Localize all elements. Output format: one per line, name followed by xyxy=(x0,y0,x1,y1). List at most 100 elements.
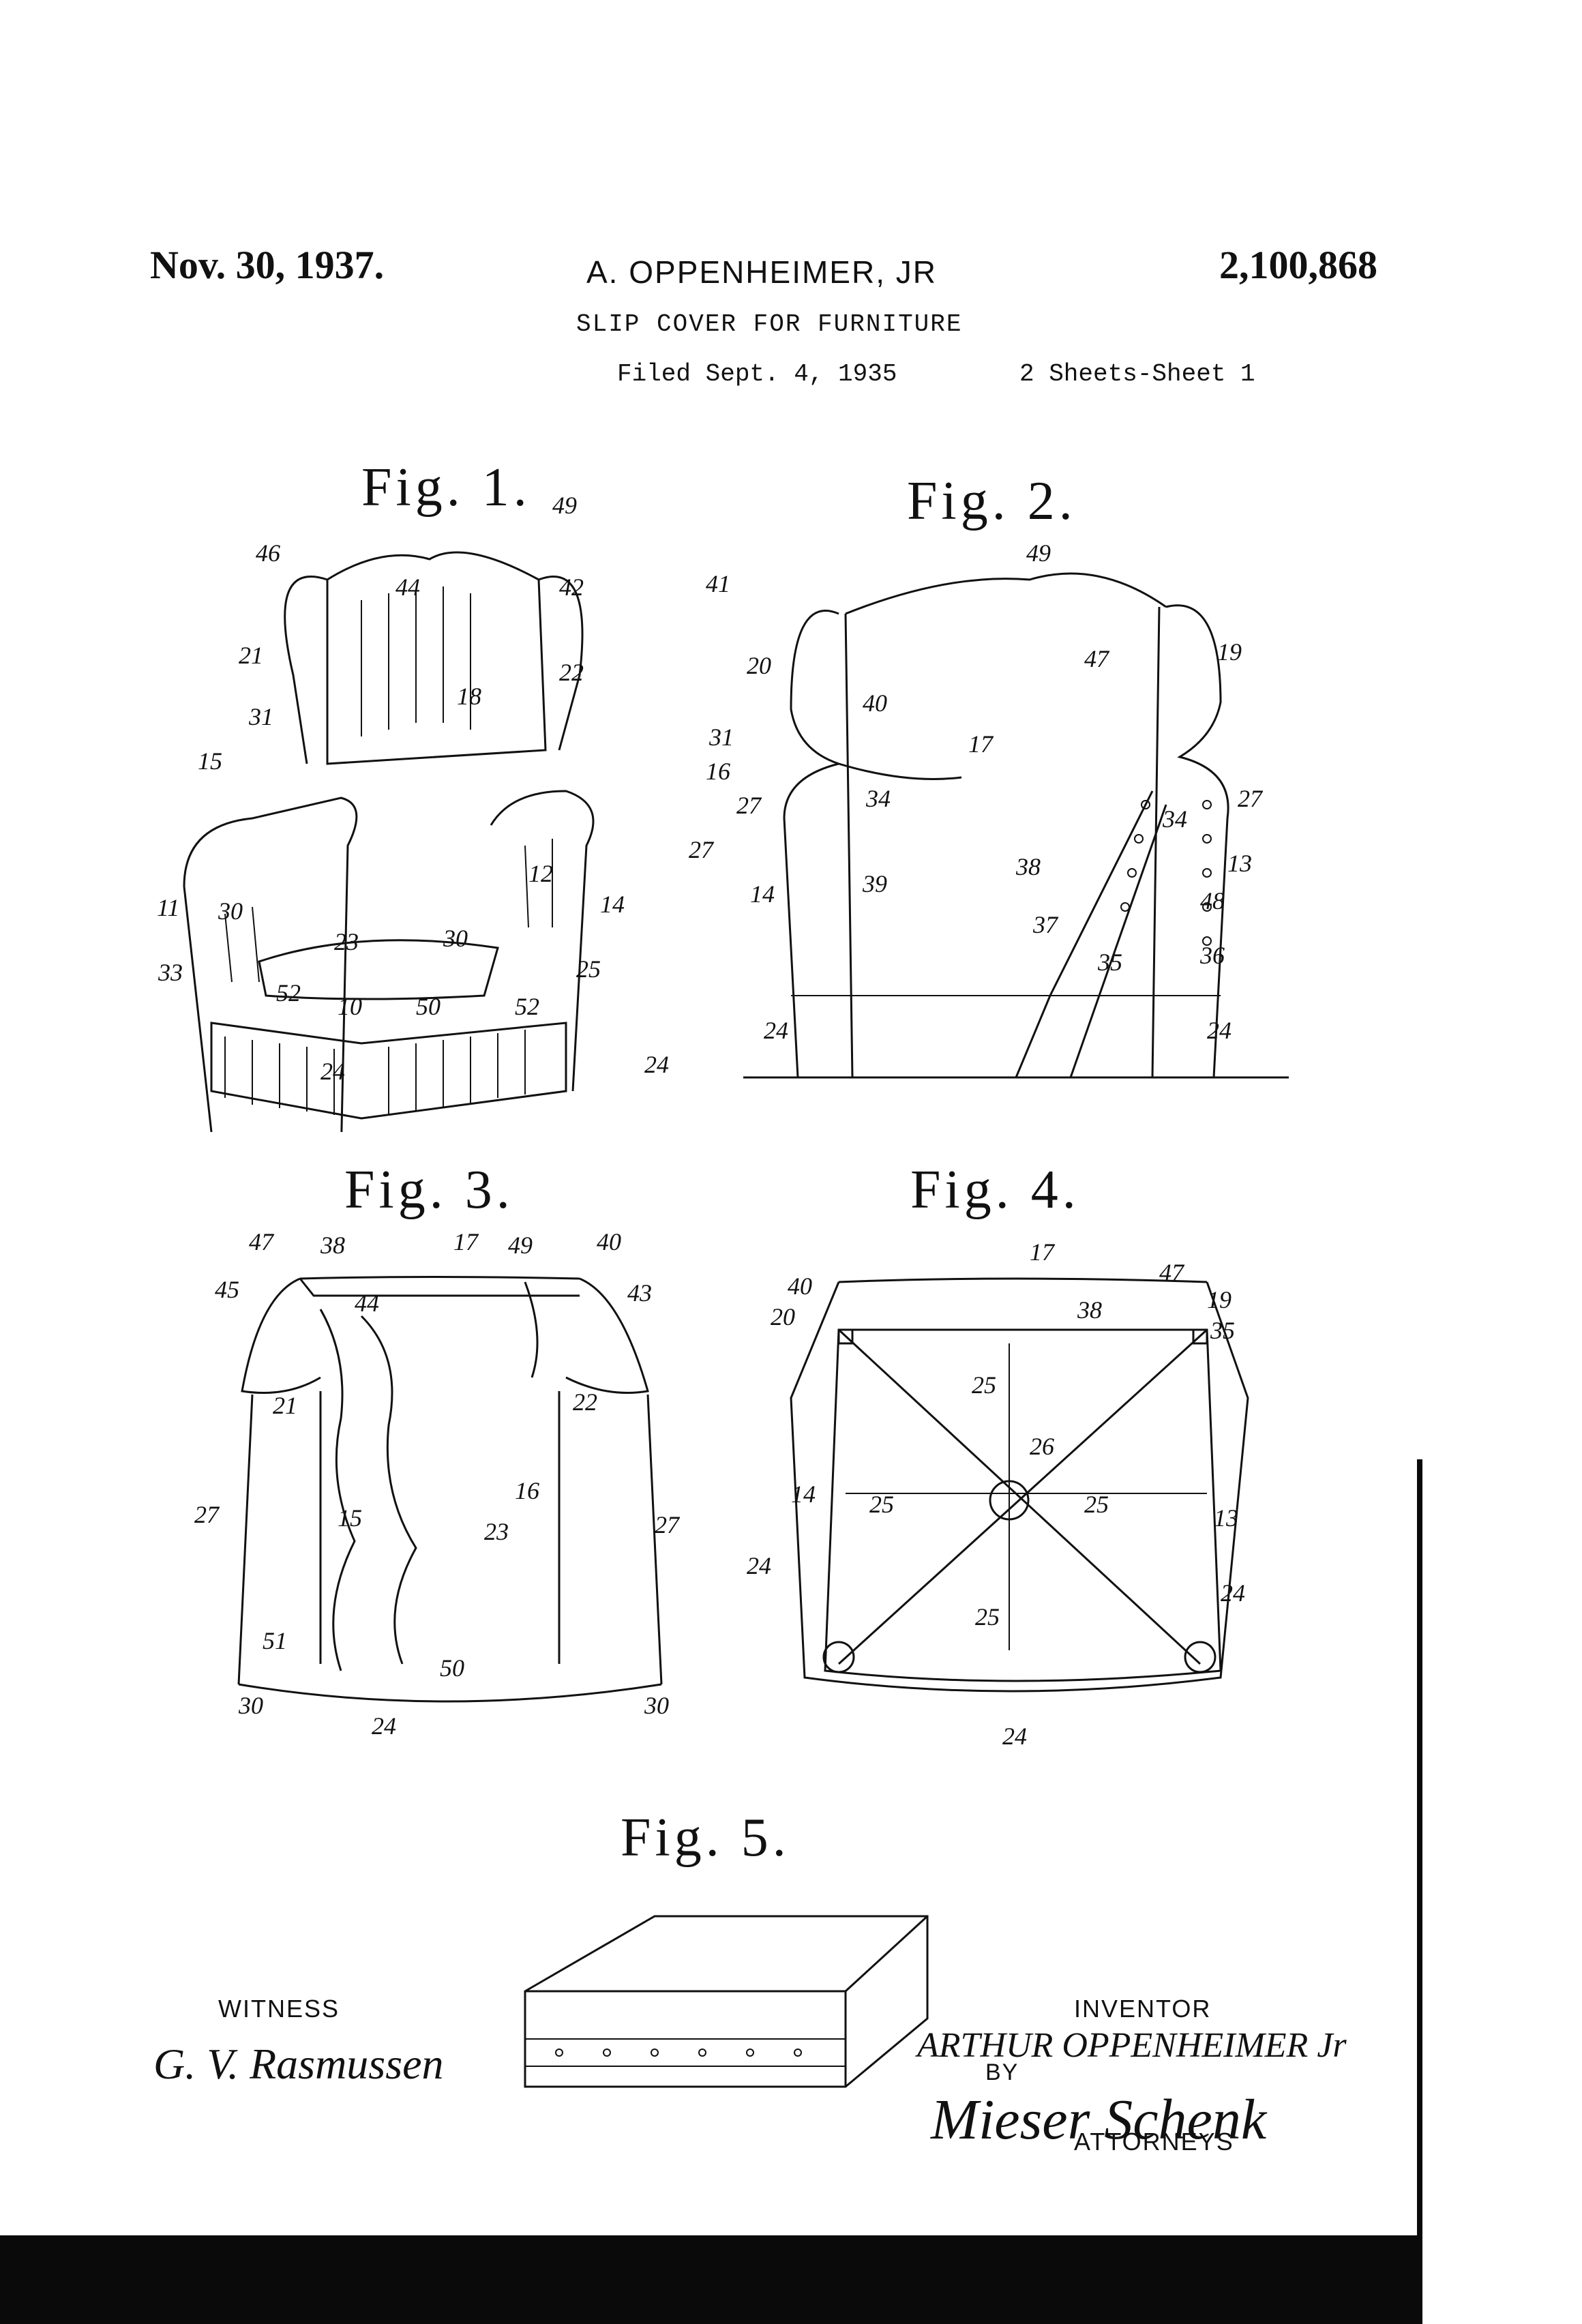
ref-label: 40 xyxy=(863,689,887,717)
ref-label: 24 xyxy=(372,1712,396,1740)
attorneys-label: ATTORNEYS xyxy=(1074,2128,1234,2156)
ref-label: 45 xyxy=(215,1275,239,1304)
ref-label: 50 xyxy=(440,1654,464,1682)
ref-label: 14 xyxy=(791,1480,816,1508)
inventor-label: INVENTOR xyxy=(1074,1995,1211,2023)
fig2-drawing xyxy=(743,532,1289,1091)
ref-label: 35 xyxy=(1098,948,1122,977)
ref-label: 33 xyxy=(158,958,183,987)
ref-label: 40 xyxy=(597,1227,621,1256)
ref-label: 49 xyxy=(552,491,577,520)
ref-label: 47 xyxy=(1084,644,1109,673)
ref-label: 41 xyxy=(706,569,730,598)
ref-label: 24 xyxy=(764,1016,788,1045)
inventor-header: A. OPPENHEIMER, JR xyxy=(586,254,937,290)
ref-label: 34 xyxy=(1163,805,1187,833)
ref-label: 25 xyxy=(972,1371,996,1399)
ref-label: 27 xyxy=(1238,784,1262,813)
ref-label: 43 xyxy=(627,1279,652,1307)
ref-label: 13 xyxy=(1214,1504,1238,1532)
ref-label: 13 xyxy=(1227,849,1252,878)
fig1-drawing xyxy=(157,505,716,1132)
ref-label: 24 xyxy=(644,1050,669,1079)
ref-label: 23 xyxy=(334,927,359,956)
ref-label: 19 xyxy=(1207,1285,1232,1314)
ref-label: 17 xyxy=(1030,1238,1054,1266)
ref-label: 42 xyxy=(559,573,584,601)
ref-label: 24 xyxy=(747,1551,771,1580)
ref-label: 16 xyxy=(706,757,730,786)
patent-title: SLIP COVER FOR FURNITURE xyxy=(576,310,962,338)
ref-label: 36 xyxy=(1200,941,1225,970)
ref-label: 18 xyxy=(457,682,481,711)
fig4-drawing xyxy=(784,1268,1262,1718)
by-label: BY xyxy=(985,2059,1019,2086)
ref-label: 23 xyxy=(484,1517,509,1546)
ref-label: 44 xyxy=(355,1289,379,1317)
ref-label: 27 xyxy=(194,1500,219,1529)
fig2-label: Fig. 2. xyxy=(907,471,1077,533)
scan-border-bottom xyxy=(0,2235,1417,2324)
ref-label: 10 xyxy=(338,992,362,1021)
ref-label: 26 xyxy=(1030,1432,1054,1461)
ref-label: 24 xyxy=(1221,1579,1245,1607)
ref-label: 30 xyxy=(218,897,243,925)
sheet-count: 2 Sheets-Sheet 1 xyxy=(1019,360,1255,388)
ref-label: 49 xyxy=(508,1231,533,1260)
ref-label: 17 xyxy=(968,730,993,758)
ref-label: 22 xyxy=(573,1388,597,1416)
ref-label: 14 xyxy=(600,890,625,919)
ref-label: 25 xyxy=(975,1603,1000,1631)
ref-label: 25 xyxy=(576,955,601,983)
ref-label: 25 xyxy=(869,1490,894,1519)
ref-label: 15 xyxy=(198,747,222,775)
ref-label: 52 xyxy=(515,992,539,1021)
ref-label: 27 xyxy=(655,1510,679,1539)
ref-label: 27 xyxy=(736,791,761,820)
ref-label: 24 xyxy=(1002,1722,1027,1751)
patent-date: Nov. 30, 1937. xyxy=(150,242,384,288)
ref-label: 50 xyxy=(416,992,441,1021)
ref-label: 16 xyxy=(515,1476,539,1505)
ref-label: 47 xyxy=(249,1227,273,1256)
ref-label: 11 xyxy=(157,893,179,922)
ref-label: 30 xyxy=(644,1691,669,1720)
fig5-label: Fig. 5. xyxy=(621,1807,790,1869)
ref-label: 21 xyxy=(273,1391,297,1420)
ref-label: 24 xyxy=(1207,1016,1232,1045)
ref-label: 20 xyxy=(747,651,771,680)
ref-label: 38 xyxy=(1077,1296,1102,1324)
fig3-label: Fig. 3. xyxy=(344,1159,514,1221)
fig5-drawing xyxy=(518,1903,941,2094)
ref-label: 34 xyxy=(866,784,891,813)
ref-label: 35 xyxy=(1210,1316,1235,1345)
ref-label: 47 xyxy=(1159,1258,1184,1287)
ref-label: 31 xyxy=(249,702,273,731)
ref-label: 12 xyxy=(528,859,553,888)
ref-label: 20 xyxy=(771,1302,795,1331)
ref-label: 46 xyxy=(256,539,280,567)
ref-label: 19 xyxy=(1217,638,1242,666)
ref-label: 17 xyxy=(453,1227,478,1256)
ref-label: 14 xyxy=(750,880,775,908)
ref-label: 24 xyxy=(320,1057,345,1086)
ref-label: 44 xyxy=(395,573,420,601)
ref-label: 15 xyxy=(338,1504,362,1532)
fig4-label: Fig. 4. xyxy=(910,1159,1080,1221)
ref-label: 25 xyxy=(1084,1490,1109,1519)
witness-signature: G. V. Rasmussen xyxy=(153,2039,444,2089)
ref-label: 39 xyxy=(863,869,887,898)
ref-label: 21 xyxy=(239,641,263,670)
ref-label: 52 xyxy=(276,979,301,1007)
ref-label: 30 xyxy=(239,1691,263,1720)
ref-label: 51 xyxy=(263,1626,287,1655)
ref-label: 30 xyxy=(443,924,468,953)
ref-label: 38 xyxy=(320,1231,345,1260)
inventor-name: ARTHUR OPPENHEIMER Jr xyxy=(917,2025,1347,2066)
ref-label: 31 xyxy=(709,723,734,751)
filed-date: Filed Sept. 4, 1935 xyxy=(617,360,897,388)
ref-label: 49 xyxy=(1026,539,1051,567)
witness-label: WITNESS xyxy=(218,1995,340,2023)
ref-label: 37 xyxy=(1033,910,1058,939)
patent-number: 2,100,868 xyxy=(1219,242,1377,288)
